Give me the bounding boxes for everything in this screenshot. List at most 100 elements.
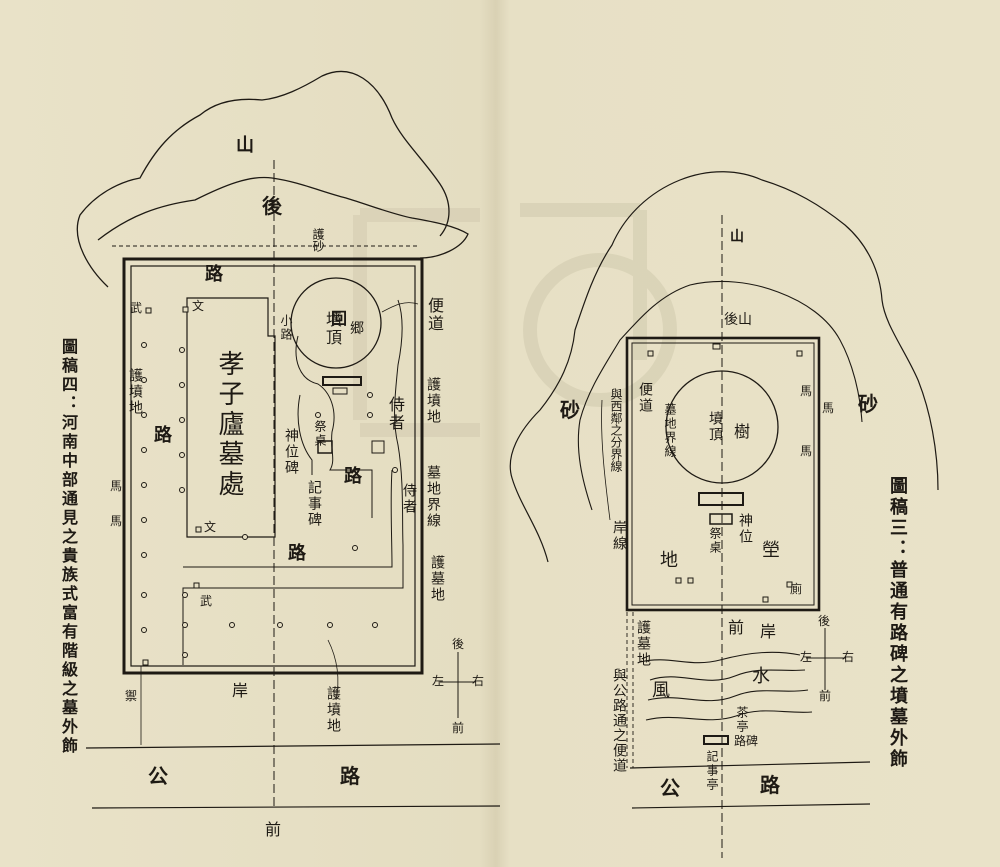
d4-public-road: 路 <box>340 764 360 788</box>
d3-front: 前 <box>728 618 745 637</box>
d3-spirit-seat: 神位 <box>737 513 753 545</box>
d4-public: 公 <box>148 764 168 788</box>
d4-compass <box>440 652 476 718</box>
d4-horse-2: 馬 <box>110 514 123 528</box>
d4-caption: 圖稿四：河南中部通見之貴族式富有階級之墓外飾 <box>59 338 78 756</box>
d4-military-2: 武 <box>200 594 213 608</box>
d4-outer-wall <box>122 257 424 675</box>
d4-compass-back: 後 <box>452 637 465 651</box>
d3-toilet: 廁 <box>790 582 803 596</box>
d3-markers <box>647 350 803 603</box>
d4-protect-tomb-bottom: 護墳地 <box>325 686 341 734</box>
d4-mountain-label: 山 <box>236 135 254 156</box>
d4-offering-slab <box>332 387 348 395</box>
d3-road-stele: 路碑 <box>734 734 759 748</box>
d4-offering-table: 祭桌 <box>313 420 327 448</box>
d3-gate <box>712 343 721 350</box>
d4-record-stele: 記事碑 <box>306 480 322 528</box>
d3-grave: 塋 <box>762 540 780 561</box>
d3-caption: 圖稿三：普通有路碑之墳墓外飾 <box>887 476 908 770</box>
d3-compass-left: 左 <box>800 650 813 664</box>
d4-service-road <box>182 299 404 665</box>
d4-bank-line <box>85 743 501 749</box>
d4-attendant-2: 侍者 <box>401 483 417 515</box>
d4-military-1: 武 <box>130 301 143 315</box>
d3-sand-left: 砂 <box>560 398 580 422</box>
d3-neighbor-line <box>601 399 611 521</box>
d4-attendant-1: 侍者 <box>386 396 405 432</box>
d3-horse-2: 馬 <box>822 401 835 415</box>
d4-service-road-label: 便道 <box>425 297 444 333</box>
d3-horse-1: 馬 <box>800 384 813 398</box>
d3-bank <box>639 651 801 664</box>
d3-offering-table: 祭桌 <box>708 527 722 555</box>
d3-compass-front: 前 <box>819 689 832 703</box>
d3-horse-3: 馬 <box>800 444 813 458</box>
d3-back-mountain: 後山 <box>724 312 752 328</box>
d4-tomb-top: 墳頂 <box>323 311 342 347</box>
d4-road-left: 路 <box>154 425 172 446</box>
d4-guard: 禦 <box>125 689 138 703</box>
d3-water: 水 <box>752 666 770 687</box>
d4-civil-1: 文 <box>192 299 205 313</box>
d4-back-label: 後 <box>262 194 282 218</box>
d4-mountain-outline <box>76 70 450 288</box>
d4-front: 前 <box>265 820 282 839</box>
d3-inner-wall <box>631 342 815 606</box>
d4-bank: 岸 <box>232 681 249 700</box>
d4-protect-tomb-left: 護墳地 <box>127 368 143 416</box>
d4-boundary: 墓地界線 <box>425 465 441 529</box>
d4-inner-wall <box>130 265 416 667</box>
d4-inner-path <box>295 335 373 518</box>
d3-compass-right: 右 <box>842 650 855 664</box>
d4-compass-right: 右 <box>472 674 485 688</box>
d4-mountain-ridge <box>97 176 469 259</box>
d3-mountain-label: 山 <box>730 229 744 245</box>
d3-bank: 岸 <box>760 622 777 641</box>
d3-water-wave-2 <box>647 689 809 702</box>
d3-bank-line-label: 岸線 <box>611 520 627 552</box>
d4-civil-2: 文 <box>204 520 217 534</box>
d4-spirit-stele: 神位碑 <box>283 428 299 476</box>
d3-public: 公 <box>660 776 680 800</box>
d4-compass-front: 前 <box>452 721 465 735</box>
d3-protect-land: 護墓地 <box>635 620 651 668</box>
d3-road-line <box>631 803 871 809</box>
d4-inner-road <box>183 469 393 568</box>
d4-mound-leader <box>381 302 419 313</box>
d3-compass-back: 後 <box>818 614 831 628</box>
d3-wind: 風 <box>652 680 670 701</box>
d3-service-road: 便道 <box>637 382 653 414</box>
d3-water-wave-1 <box>649 669 806 681</box>
d3-ground: 地 <box>660 550 678 571</box>
d4-attendant-post <box>371 440 385 454</box>
d3-service-road <box>626 612 634 768</box>
d4-protect-leader <box>327 639 339 701</box>
d3-stele-base <box>698 492 744 506</box>
d3-road: 路 <box>760 773 780 797</box>
d3-compass <box>806 628 846 690</box>
d4-compass-left: 左 <box>432 674 445 688</box>
d4-tree-markers <box>141 342 398 658</box>
d4-pavilion: 郷 <box>350 321 364 337</box>
d4-mourning-hut <box>186 297 276 538</box>
d3-neighbor-boundary: 與西鄰之分界線 <box>609 388 623 472</box>
d4-protect-tomb-mid: 護墓地 <box>429 555 445 603</box>
d3-mountain-outline <box>509 171 939 563</box>
d4-road-top: 路 <box>205 264 223 285</box>
d4-small-squares <box>142 306 202 666</box>
d4-small-road: 小路 <box>279 314 293 342</box>
d3-road-link: 與公路通之便道 <box>611 668 627 773</box>
d3-tree: 樹 <box>734 422 751 441</box>
d3-water-wave-3 <box>645 710 813 721</box>
d3-outer-wall <box>625 336 821 612</box>
d4-tomb-mound <box>290 277 382 369</box>
d4-protect-sand: 護砂 <box>311 228 325 252</box>
d3-tomb-top: 墳頂 <box>707 411 723 443</box>
d4-road-line <box>91 805 501 809</box>
d3-tea-house: 茶亭 <box>735 706 749 734</box>
d3-bank-line <box>629 761 871 769</box>
d4-mourning-hut: 孝子廬墓處 <box>214 350 244 500</box>
